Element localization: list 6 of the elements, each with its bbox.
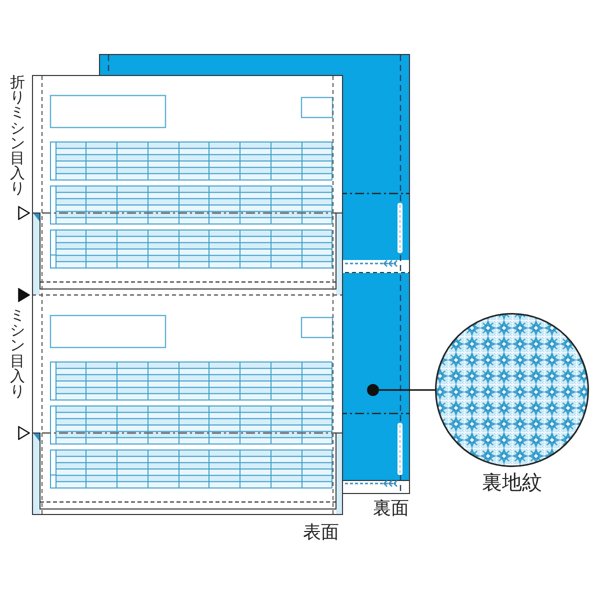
sheet-label: 表面: [303, 524, 339, 542]
leader-line: [379, 389, 435, 391]
caption-label: 裏地紋: [482, 472, 542, 492]
sheet-label: 裏面: [373, 500, 409, 518]
side-label: ミシン目入り: [10, 308, 26, 400]
side-label: 折りミシン目入り: [10, 75, 26, 197]
